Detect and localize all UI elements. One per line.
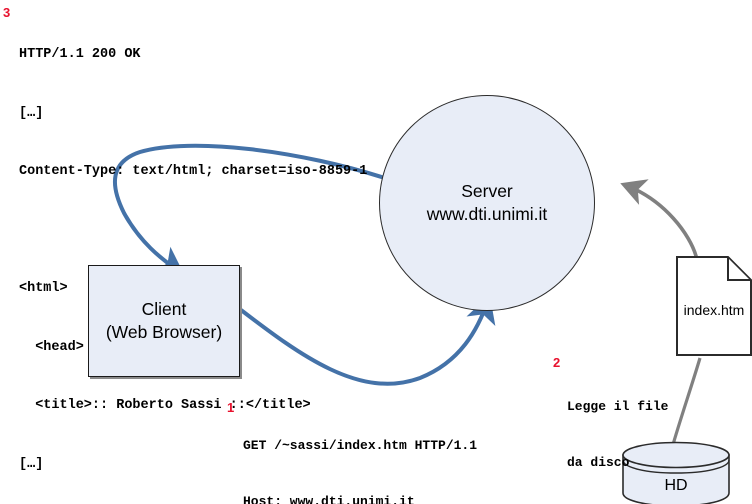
- response-line: […]: [19, 105, 44, 121]
- step-number-1: 1: [227, 400, 235, 415]
- http-response-block: HTTP/1.1 200 OK […] Content-Type: text/h…: [19, 6, 367, 504]
- response-line: <head>: [19, 339, 84, 355]
- response-line: […]: [19, 456, 44, 472]
- server-label-name: Server: [461, 181, 513, 201]
- server-node[interactable]: Server www.dti.unimi.it: [379, 95, 595, 311]
- step-number-3: 3: [3, 5, 11, 20]
- step-number-2: 2: [553, 355, 561, 370]
- document-icon: [676, 256, 752, 356]
- connector-hd-to-file: [670, 357, 702, 449]
- response-line-blank: [19, 221, 367, 241]
- response-line: HTTP/1.1 200 OK: [19, 47, 141, 62]
- client-node[interactable]: Client (Web Browser): [88, 265, 240, 377]
- database-cylinder-icon: [622, 441, 730, 504]
- client-label-kind: (Web Browser): [105, 322, 223, 342]
- response-line: Content-Type: text/html; charset=iso-885…: [19, 164, 368, 179]
- diskread-line: Legge il file: [567, 399, 669, 414]
- diskread-line: da disco: [567, 454, 630, 470]
- disk-read-caption: Legge il file da disco: [567, 361, 668, 504]
- hd-node[interactable]: HD: [621, 441, 731, 504]
- response-line: <title>:: Roberto Sassi ::</title>: [19, 398, 311, 413]
- file-label: index.htm: [683, 302, 745, 318]
- server-label-host: www.dti.unimi.it: [426, 204, 548, 224]
- request-line: GET /~sassi/index.htm HTTP/1.1: [243, 438, 478, 453]
- client-label-name: Client: [141, 299, 187, 319]
- request-line: Host: www.dti.unimi.it: [243, 493, 415, 504]
- file-node[interactable]: index.htm: [676, 256, 752, 356]
- http-request-caption: GET /~sassi/index.htm HTTP/1.1 Host: www…: [243, 400, 477, 504]
- response-line: <html>: [19, 281, 68, 296]
- hd-label: HD: [664, 477, 688, 494]
